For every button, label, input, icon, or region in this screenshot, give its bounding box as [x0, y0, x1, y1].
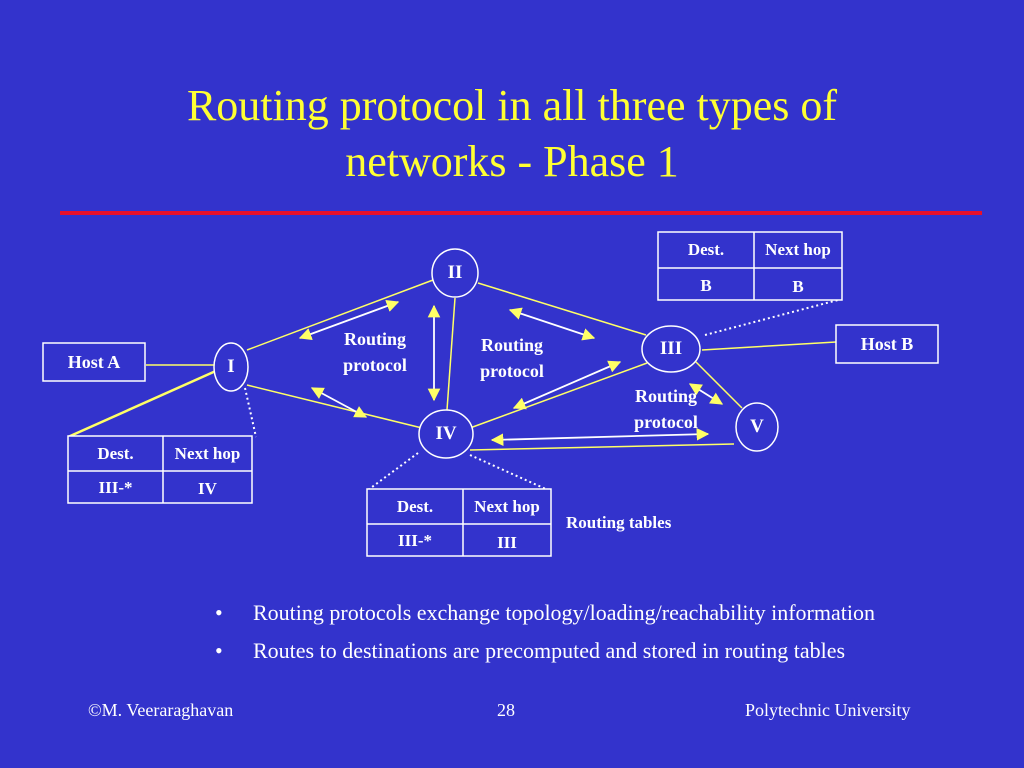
host-a-box — [42, 342, 146, 382]
dotted-node-iv-table-left — [367, 452, 419, 491]
table-i-dest-value: III-* — [98, 478, 133, 497]
protocol-label-i-ii: Routing protocol — [343, 329, 407, 375]
routing-tables-label: Routing tables — [566, 513, 672, 532]
protocol-label-ii-iii: Routing protocol — [480, 335, 544, 381]
arrow-i-iv — [310, 387, 368, 418]
host-a-label: Host A — [67, 352, 121, 372]
node-v: V — [750, 416, 764, 437]
bullet-text: Routes to destinations are precomputed a… — [253, 638, 846, 663]
link-node-i-table-i — [67, 368, 219, 439]
title-rule — [60, 211, 982, 215]
title-line-1: Routing protocol in all three types of — [186, 81, 838, 130]
table-iv-dest-header: Dest. — [396, 497, 434, 516]
bullet-item: • Routing protocols exchange topology/lo… — [215, 598, 895, 628]
bullet-item: • Routes to destinations are precomputed… — [215, 636, 895, 666]
table-i-nexthop-header: Next hop — [174, 444, 241, 463]
slide-title: Routing protocol in all three types of n… — [0, 78, 1024, 190]
link-node-iv-node-v — [469, 443, 735, 451]
table-iii-dest-header: Dest. — [687, 240, 725, 259]
host-b-label: Host B — [860, 334, 914, 354]
table-iii-grid — [657, 231, 843, 301]
dotted-node-iv-table-right — [469, 454, 549, 491]
table-iii-nexthop-header: Next hop — [765, 240, 831, 259]
dotted-node-iii-table — [704, 299, 839, 336]
table-iii-dest-value: B — [700, 276, 712, 295]
node-i-shape — [213, 342, 249, 392]
arrow-i-ii — [298, 299, 400, 341]
node-ii: II — [447, 262, 463, 283]
bullet-symbol: • — [215, 638, 223, 663]
dotted-node-i-table — [244, 387, 257, 438]
arrow-iv-iii — [512, 360, 622, 410]
node-ii-shape — [431, 248, 479, 298]
arrow-iv-v — [490, 428, 710, 446]
bullet-symbol: • — [215, 600, 223, 625]
node-i: I — [227, 356, 235, 377]
table-iv-nexthop-header: Next hop — [474, 497, 540, 516]
table-i-nexthop-value: IV — [198, 479, 217, 498]
protocol-label-iii-v: Routing protocol — [634, 386, 698, 432]
link-node-i-node-iv — [246, 384, 423, 429]
link-node-ii-node-iv — [446, 297, 456, 411]
title-line-2: networks - Phase 1 — [345, 137, 679, 186]
link-node-iii-host-b — [701, 341, 837, 351]
table-i-grid — [67, 435, 253, 504]
footer-page-number: 28 — [497, 700, 515, 720]
table-i-dest-header: Dest. — [97, 444, 134, 463]
bullet-text: Routing protocols exchange topology/load… — [253, 600, 875, 625]
node-iv: IV — [435, 423, 457, 444]
table-iv-dest-value: III-* — [397, 531, 432, 550]
host-b-box — [835, 324, 939, 364]
bullet-list: • Routing protocols exchange topology/lo… — [215, 598, 895, 674]
arrow-iii-v — [688, 383, 724, 405]
node-iii: III — [659, 338, 683, 359]
table-iv-grid — [366, 488, 552, 557]
footer-institution: Polytechnic University — [745, 700, 911, 720]
node-iv-shape — [418, 409, 474, 459]
table-iv-nexthop-value: III — [497, 533, 517, 552]
arrow-ii-iii — [508, 307, 596, 341]
footer-author: ©M. Veeraraghavan — [88, 700, 234, 720]
node-iii-shape — [641, 325, 701, 373]
node-v-shape — [735, 402, 779, 452]
table-iii-nexthop-value: B — [792, 277, 804, 296]
